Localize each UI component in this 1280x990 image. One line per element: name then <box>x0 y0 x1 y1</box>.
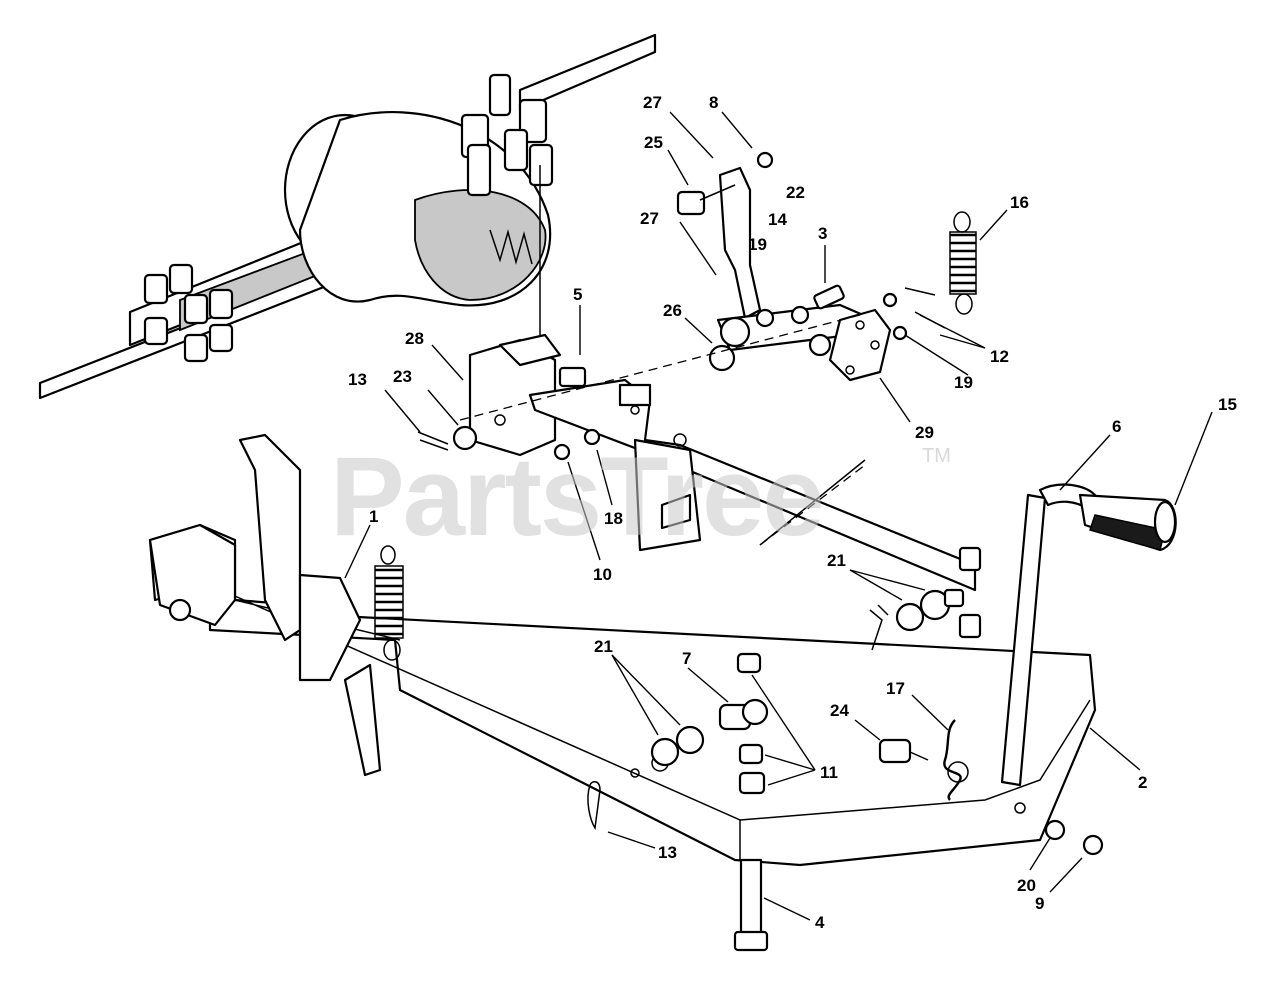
callout-label: 10 <box>593 565 612 584</box>
shoulder-bolt-25 <box>676 190 706 216</box>
callout-label: 16 <box>1010 193 1029 212</box>
callout-label: 29 <box>915 423 934 442</box>
callout-label: 19 <box>748 235 767 254</box>
shift-lever <box>1000 483 1177 787</box>
callout-label: 17 <box>886 679 905 698</box>
callout-label: 22 <box>786 183 805 202</box>
callout-label: 21 <box>594 637 613 656</box>
washer-set-21-right <box>869 546 982 651</box>
washer-26 <box>708 344 736 372</box>
callout-label: 11 <box>820 763 838 782</box>
callout-label: 20 <box>1017 876 1036 895</box>
nut-10 <box>553 443 571 461</box>
cross-bracket <box>417 333 977 592</box>
callout-label: 13 <box>348 370 367 389</box>
extension-spring-1 <box>374 545 404 661</box>
callout-label: 8 <box>709 93 718 112</box>
callout-label: 25 <box>644 133 663 152</box>
nuts-11 <box>736 652 766 795</box>
hairpin-13 <box>587 781 601 831</box>
pin-24 <box>878 738 929 764</box>
main-frame <box>148 433 1097 867</box>
leader-lines <box>344 111 1213 921</box>
spring-17 <box>943 719 969 801</box>
callout-label: 27 <box>640 209 659 228</box>
nut-9 <box>1082 834 1104 856</box>
callout-label: 26 <box>663 301 682 320</box>
bolt-5 <box>558 366 587 388</box>
callout-label: 24 <box>830 701 849 720</box>
callout-label: 3 <box>818 224 827 243</box>
washer-20 <box>1044 819 1066 841</box>
watermark-trademark: TM <box>922 445 951 467</box>
callout-label: 19 <box>954 373 973 392</box>
washer-set-21-center <box>650 725 705 767</box>
callout-label: 9 <box>1035 894 1044 913</box>
bolt-4 <box>733 858 769 952</box>
callout-label: 21 <box>827 551 846 570</box>
callout-label: 5 <box>573 285 582 304</box>
callout-label: 18 <box>604 509 623 528</box>
callout-label: 15 <box>1218 395 1237 414</box>
callout-label: 7 <box>682 649 691 668</box>
callout-label: 4 <box>815 913 825 932</box>
pin-3 <box>813 284 845 310</box>
axle-bushing-right <box>460 73 554 197</box>
callout-label: 12 <box>990 347 1009 366</box>
callout-label: 14 <box>768 210 787 229</box>
callout-label: 1 <box>369 507 378 526</box>
axle-bushing-left <box>143 263 234 363</box>
callout-label: 27 <box>643 93 662 112</box>
callout-labels: 27 8 25 22 14 27 19 3 16 5 26 28 13 23 1… <box>348 93 1237 932</box>
callout-label: 13 <box>658 843 677 862</box>
nut-8 <box>756 151 774 169</box>
stud-7 <box>718 698 769 731</box>
washer-18 <box>583 428 601 446</box>
callout-label: 28 <box>405 329 424 348</box>
callout-label: 6 <box>1112 417 1121 436</box>
transaxle-assembly <box>38 33 657 400</box>
washer-23 <box>452 425 478 451</box>
callout-label: 23 <box>393 367 412 386</box>
callout-label: 2 <box>1138 773 1147 792</box>
extension-spring-16 <box>949 211 977 315</box>
shift-linkage <box>676 151 946 382</box>
watermark: PartsTree <box>330 434 823 559</box>
